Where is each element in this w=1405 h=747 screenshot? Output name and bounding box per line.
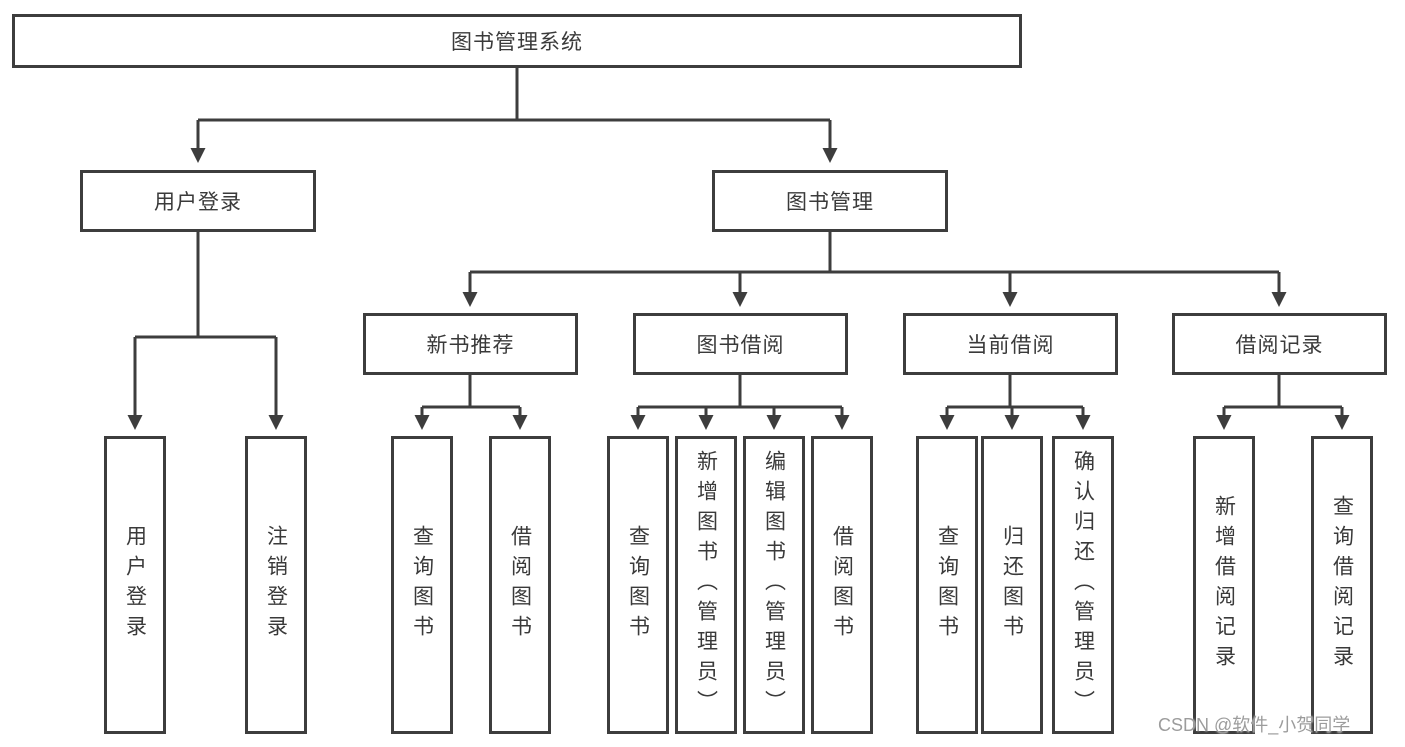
node-book-management-branch: 图书管理 (712, 170, 948, 232)
leaf-borrow-add-books-admin-label: 新增图书（管理员） (694, 450, 718, 720)
leaf-records-add-record-label: 新增借阅记录 (1212, 495, 1236, 675)
leaf-records-query-record-label: 查询借阅记录 (1330, 495, 1354, 675)
leaf-borrow-add-books-admin: 新增图书（管理员） (675, 436, 737, 734)
node-current-borrow: 当前借阅 (903, 313, 1118, 375)
leaf-recommend-borrow-books-label: 借阅图书 (508, 525, 532, 645)
leaf-borrow-query-books-label: 查询图书 (626, 525, 650, 645)
leaf-borrow-borrow-books-label: 借阅图书 (830, 525, 854, 645)
leaf-records-add-record: 新增借阅记录 (1193, 436, 1255, 734)
leaf-recommend-query-books-label: 查询图书 (410, 525, 434, 645)
leaf-user-login-label: 用户登录 (123, 525, 147, 645)
leaf-user-login: 用户登录 (104, 436, 166, 734)
leaf-current-return-books-label: 归还图书 (1000, 525, 1024, 645)
leaf-current-query-books-label: 查询图书 (935, 525, 959, 645)
leaf-borrow-borrow-books: 借阅图书 (811, 436, 873, 734)
node-borrow-records: 借阅记录 (1172, 313, 1387, 375)
leaf-borrow-query-books: 查询图书 (607, 436, 669, 734)
leaf-current-query-books: 查询图书 (916, 436, 978, 734)
leaf-borrow-edit-books-admin: 编辑图书（管理员） (743, 436, 805, 734)
leaf-current-return-books: 归还图书 (981, 436, 1043, 734)
node-root-system: 图书管理系统 (12, 14, 1022, 68)
leaf-logout: 注销登录 (245, 436, 307, 734)
node-book-borrow: 图书借阅 (633, 313, 848, 375)
leaf-current-confirm-return-admin: 确认归还（管理员） (1052, 436, 1114, 734)
node-new-book-recommend: 新书推荐 (363, 313, 578, 375)
leaf-recommend-query-books: 查询图书 (391, 436, 453, 734)
csdn-watermark: CSDN @软件_小贺同学 (1158, 715, 1351, 735)
leaf-borrow-edit-books-admin-label: 编辑图书（管理员） (762, 450, 786, 720)
leaf-logout-label: 注销登录 (264, 525, 288, 645)
node-user-login-branch: 用户登录 (80, 170, 316, 232)
leaf-recommend-borrow-books: 借阅图书 (489, 436, 551, 734)
leaf-current-confirm-return-admin-label: 确认归还（管理员） (1071, 450, 1095, 720)
leaf-records-query-record: 查询借阅记录 (1311, 436, 1373, 734)
